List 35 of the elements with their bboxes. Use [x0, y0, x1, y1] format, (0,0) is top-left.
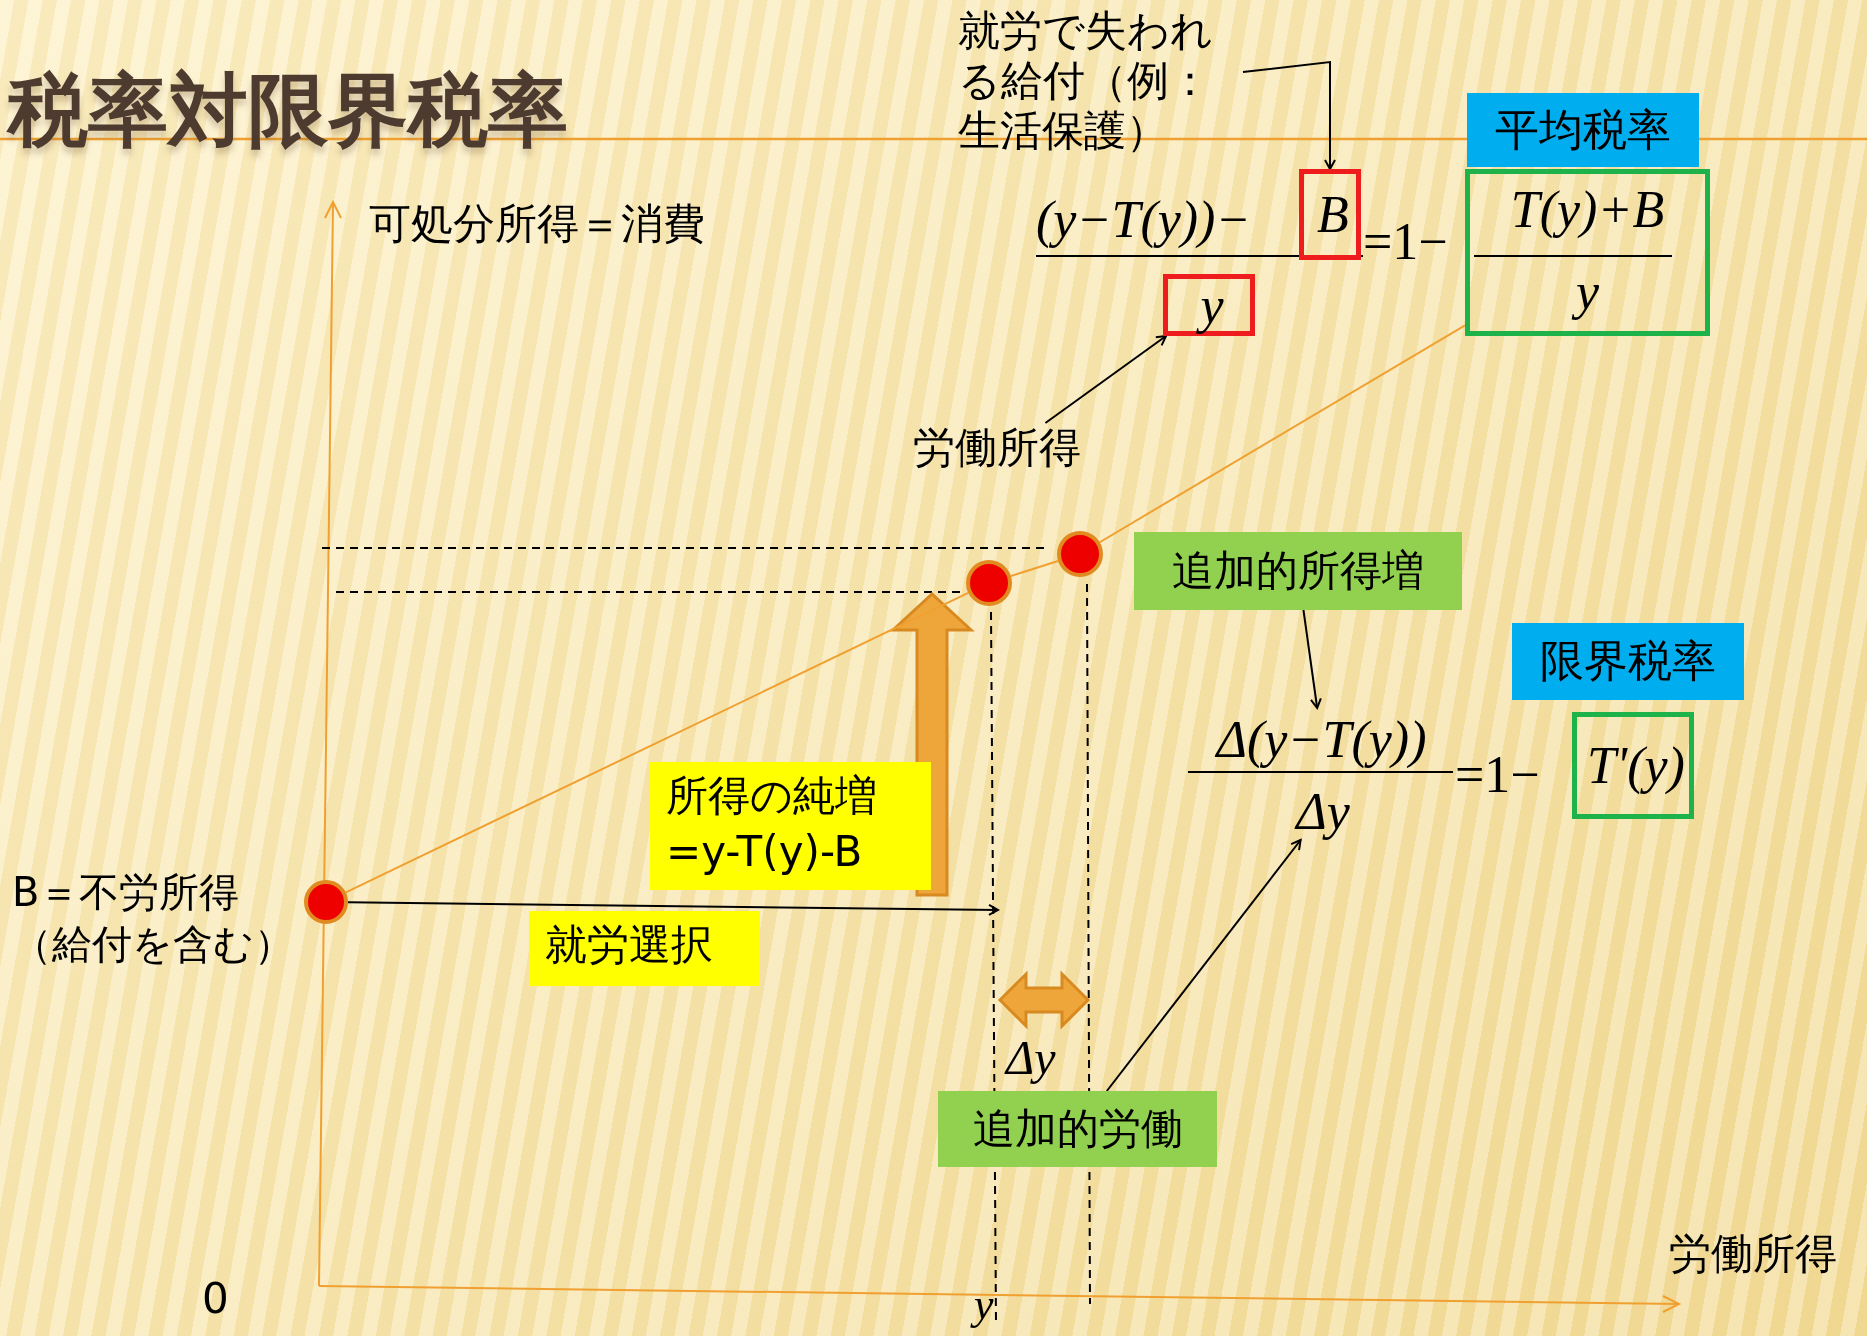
rate-tag: 限界税率	[1512, 623, 1744, 700]
formula-text: (y−T(y))−	[1036, 190, 1251, 249]
formula-text: =1−	[1455, 745, 1540, 804]
budget-line	[1009, 560, 1060, 577]
callout-label: 所得の純増 =y-T(y)-B	[650, 762, 931, 890]
rate-tag: 平均税率	[1467, 93, 1699, 167]
data-point	[304, 880, 348, 924]
budget-line	[1098, 324, 1466, 544]
formula-numerator: Δ(y−T(y))	[1190, 708, 1453, 770]
formula-numerator: T(y)+B	[1509, 180, 1666, 239]
data-point	[966, 560, 1012, 606]
arrow	[1044, 335, 1168, 424]
highlight-frame	[1465, 169, 1710, 336]
dimension-label: Δy	[1006, 1030, 1056, 1085]
callout-label: 追加的労働	[938, 1091, 1217, 1167]
arrow	[1302, 609, 1322, 709]
formula-denominator: Δy	[1292, 782, 1354, 840]
callout-label: 就労選択	[529, 911, 760, 986]
point-caption: B＝不労所得（給付を含む）	[12, 868, 295, 969]
highlight-box: B	[1299, 169, 1361, 260]
axis-title: 可処分所得＝消費	[369, 198, 705, 250]
formula-text: =1−	[1363, 212, 1448, 271]
arrow	[1242, 60, 1336, 170]
slide-title: 税率対限界税率	[8, 63, 568, 159]
origin-label: 0	[202, 1274, 229, 1323]
highlight-box: y	[1163, 274, 1255, 336]
arrow	[347, 901, 999, 916]
axis-annotation: 労働所得	[913, 423, 1103, 477]
highlight-box: T'(y)	[1572, 712, 1694, 819]
axis-title: 労働所得	[1669, 1228, 1837, 1280]
budget-line	[344, 591, 970, 894]
arrow	[1105, 839, 1302, 1092]
formula-denominator: y	[1470, 262, 1705, 321]
callout-label: 追加的所得増	[1134, 532, 1462, 610]
data-point	[1057, 531, 1103, 577]
